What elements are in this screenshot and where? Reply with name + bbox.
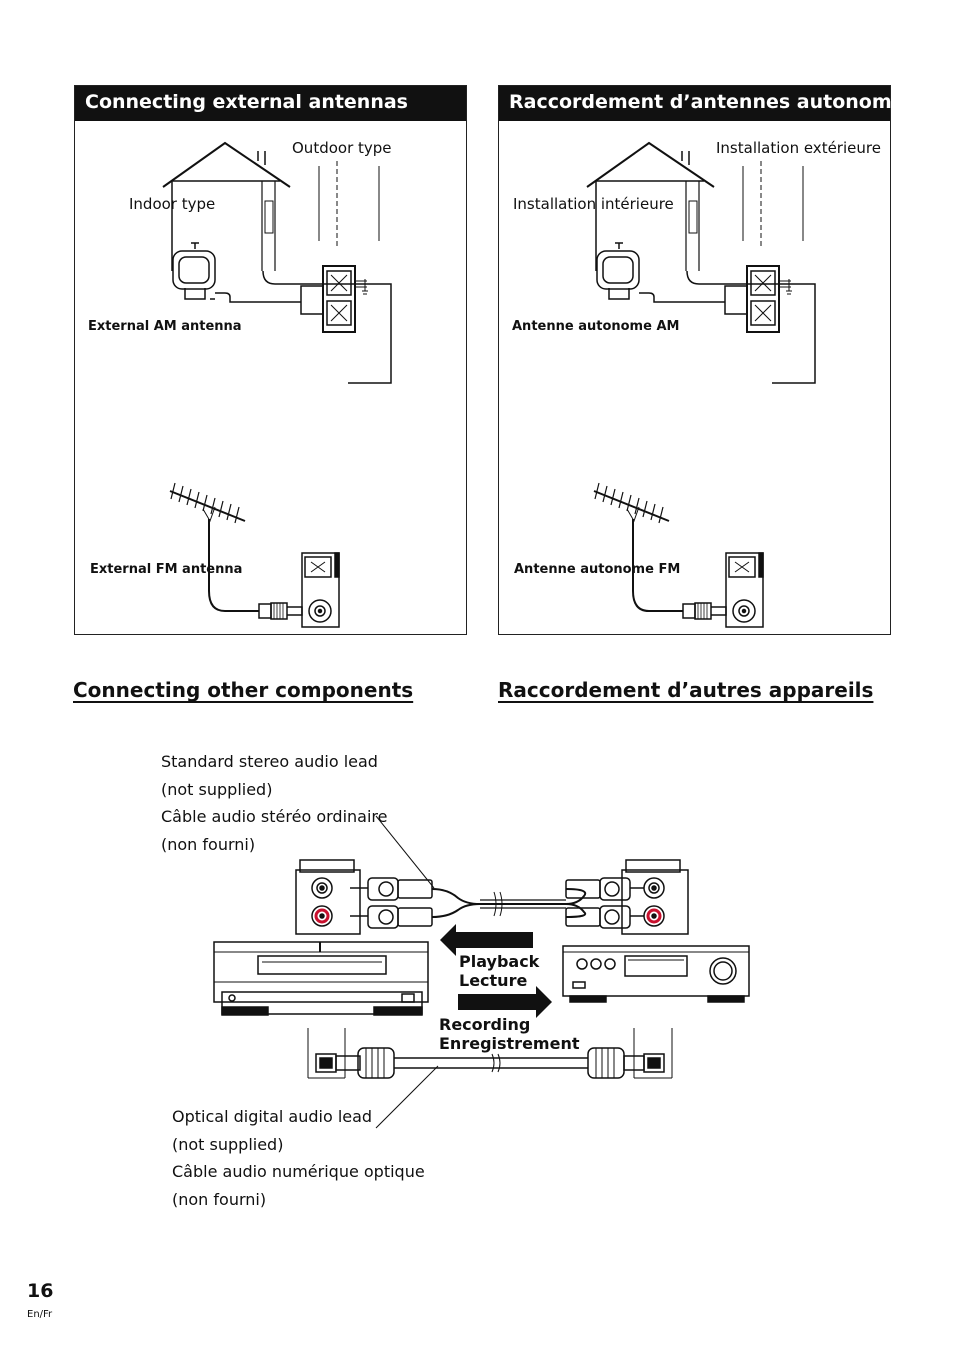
stereo-lead-fr-line2: (non fourni): [161, 834, 256, 854]
optical-lead-caption: Optical digital audio lead (not supplied…: [172, 1103, 425, 1213]
playback-fr: Lecture: [459, 971, 528, 990]
stereo-lead-fr-line1: Câble audio stéréo ordinaire: [161, 807, 388, 826]
indoor-type-label: Installation intérieure: [513, 195, 674, 213]
antenna-diagram: [162, 141, 392, 628]
indoor-type-label: Indoor type: [129, 195, 216, 213]
stereo-lead-caption: Standard stereo audio lead (not supplied…: [161, 748, 387, 858]
stereo-lead-en-line1: Standard stereo audio lead: [161, 752, 378, 771]
recording-label: Recording Enregistrement: [439, 1015, 579, 1053]
am-antenna-caption: Antenne autonome AM: [512, 319, 680, 334]
page-number: 16: [27, 1280, 54, 1302]
panel-title: Connecting external antennas: [75, 86, 466, 121]
optical-lead-en-line2: (not supplied): [172, 1134, 284, 1154]
antenna-diagram: [586, 141, 816, 628]
antenna-panel-en: Connecting external antennas: [74, 85, 467, 635]
language-code: En/Fr: [27, 1309, 53, 1320]
optical-lead-fr-line2: (non fourni): [172, 1189, 267, 1209]
component-connection-diagram: [213, 815, 750, 1129]
optical-lead-fr-line1: Câble audio numérique optique: [172, 1162, 425, 1181]
fm-antenna-caption: External FM antenna: [90, 562, 243, 577]
optical-lead-en-line1: Optical digital audio lead: [172, 1107, 373, 1126]
recording-en: Recording: [439, 1015, 531, 1034]
panel-title: Raccordement d’antennes autonomes: [499, 86, 916, 121]
antenna-panel-fr: Raccordement d’antennes autonomes: [498, 85, 916, 635]
outdoor-type-label: Outdoor type: [292, 139, 392, 157]
am-antenna-caption: External AM antenna: [88, 319, 242, 334]
outdoor-type-label: Installation extérieure: [716, 139, 881, 157]
recording-fr: Enregistrement: [439, 1034, 580, 1053]
playback-en: Playback: [459, 952, 540, 971]
section-title-fr: Raccordement d’autres appareils: [498, 678, 874, 702]
section-title-en: Connecting other components: [73, 678, 414, 702]
fm-antenna-caption: Antenne autonome FM: [514, 562, 681, 577]
playback-label: Playback Lecture: [459, 952, 539, 990]
stereo-lead-en-line2: (not supplied): [161, 779, 273, 799]
